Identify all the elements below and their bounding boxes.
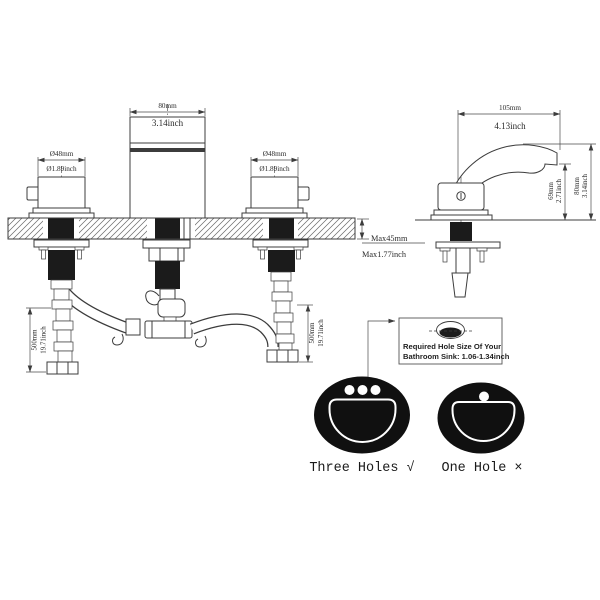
right-hose-inch: 19.71inch: [318, 319, 325, 347]
dim-right-handle: Ø48mm Ø1.89inch: [250, 150, 299, 176]
sink-hole-center: [357, 385, 368, 395]
spout-front: [129, 104, 206, 296]
callout-line1: Required Hole Size Of Your: [403, 342, 501, 351]
outlet-height-mm: 69mm: [548, 182, 555, 200]
total-height-inch: 3.14inch: [582, 173, 589, 197]
left-handle-dia-inch: Ø1.89inch: [46, 165, 77, 173]
right-supply-hose: [266, 271, 299, 363]
one-hole-sink: [437, 382, 525, 454]
hole-size-callout: Required Hole Size Of Your Bathroom Sink…: [367, 317, 510, 377]
dim-left-handle: Ø48mm Ø1.89inch: [37, 150, 86, 176]
sink-options: Three Holes √ One Hole ×: [309, 376, 525, 476]
callout-leader-line: [367, 318, 396, 377]
dim-spout-width: 80mm 3.14inch: [129, 102, 206, 128]
dim-total-height: 80mm 3.14inch: [523, 143, 596, 221]
handle-side: [430, 176, 493, 266]
side-mounting-hardware: [435, 222, 501, 298]
spout-reach-inch: 4.13inch: [494, 121, 526, 131]
left-hose-mm: 500mm: [32, 329, 39, 351]
right-handle-dia-mm: Ø48mm: [263, 150, 287, 158]
sink-hole-single: [479, 391, 489, 402]
right-handle-front: [241, 166, 310, 222]
right-shank: [269, 218, 294, 239]
side-view: 105mm 4.13inch 69mm 2.71inch 80mm 3.14in…: [415, 104, 596, 298]
outlet-height-inch: 2.71inch: [556, 178, 563, 202]
total-height-mm: 80mm: [574, 177, 581, 195]
right-hook: [195, 335, 207, 348]
three-holes-label: Three Holes √: [309, 460, 414, 476]
counter-deck: [7, 217, 356, 240]
dim-right-hose: 500mm 19.71inch: [297, 304, 325, 363]
spout-reach-mm: 105mm: [499, 104, 521, 112]
dim-left-hose: 500mm 19.71inch: [26, 307, 51, 373]
front-view: 80mm 3.14inch Ø48mm Ø1.89inch Ø48mm Ø1.8…: [7, 102, 425, 375]
left-mounting-hardware: [33, 239, 90, 280]
one-hole-label: One Hole ×: [441, 461, 522, 476]
center-drain-assembly: [112, 239, 279, 348]
left-shank: [48, 218, 74, 239]
center-shank: [155, 218, 180, 239]
deck-thickness-inch: Max1.77inch: [362, 250, 407, 259]
left-hook: [112, 333, 124, 346]
callout-line2: Bathroom Sink: 1.06-1.34inch: [403, 352, 510, 361]
sink-hole-right: [370, 385, 381, 395]
left-handle-dia-mm: Ø48mm: [50, 150, 74, 158]
left-handle-front: [26, 166, 95, 222]
deck-thickness-mm: Max45mm: [371, 234, 408, 243]
sink-hole-left: [344, 385, 355, 395]
left-supply-hose: [46, 279, 79, 375]
left-hose-inch: 19.71inch: [41, 326, 48, 354]
dim-outlet-height: 69mm 2.71inch: [548, 163, 571, 221]
three-hole-basin: [328, 398, 397, 443]
dim-deck-thickness: Max45mm Max1.77inch: [357, 218, 425, 259]
spout-width-mm: 80mm: [158, 102, 177, 110]
right-handle-dia-inch: Ø1.89inch: [259, 165, 290, 173]
three-hole-sink: [314, 376, 410, 454]
one-hole-basin: [451, 401, 516, 442]
hole-illustration-hole: [439, 327, 462, 338]
right-hose-mm: 500mm: [309, 322, 316, 344]
right-mounting-hardware: [252, 239, 309, 272]
spout-width-inch: 3.14inch: [152, 118, 184, 128]
dim-spout-reach: 105mm 4.13inch: [457, 104, 561, 180]
